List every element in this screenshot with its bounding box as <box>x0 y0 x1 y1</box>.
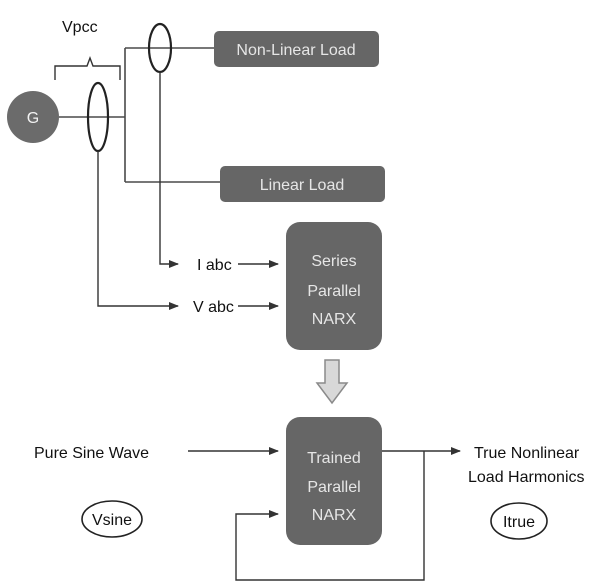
vabc-measure-wire <box>97 151 179 310</box>
itrue-oval <box>490 502 548 540</box>
series-parallel-line1: Series <box>311 253 356 270</box>
feedback-loop-wire <box>235 451 425 581</box>
vabc-label: V abc <box>193 299 234 316</box>
iabc-measure-wire <box>159 72 179 268</box>
down-block-arrow <box>315 359 349 405</box>
output-label-line2: Load Harmonics <box>468 469 585 486</box>
generator-label: G <box>27 110 39 127</box>
series-parallel-line3: NARX <box>312 311 357 328</box>
trained-parallel-line1: Trained <box>307 450 361 467</box>
series-parallel-line2: Parallel <box>307 283 360 300</box>
itrue-label: Itrue <box>503 514 535 531</box>
trained-parallel-line3: NARX <box>312 507 357 524</box>
nonlinear-load-box <box>214 31 379 67</box>
generator-circle <box>7 91 59 143</box>
vsine-label: Vsine <box>92 512 132 529</box>
vpcc-brace <box>54 56 121 80</box>
vpcc-label: Vpcc <box>62 19 98 36</box>
linear-load-label: Linear Load <box>260 177 345 194</box>
iabc-label: I abc <box>197 257 232 274</box>
nonlinear-load-label: Non-Linear Load <box>236 42 355 59</box>
output-label-line1: True Nonlinear <box>474 445 580 462</box>
vsine-oval <box>81 500 143 538</box>
trained-parallel-line2: Parallel <box>307 479 360 496</box>
pure-sine-wave-label: Pure Sine Wave <box>34 445 149 462</box>
linear-load-box <box>220 166 385 202</box>
trained-parallel-narx-box <box>286 417 382 545</box>
series-parallel-narx-box <box>286 222 382 350</box>
